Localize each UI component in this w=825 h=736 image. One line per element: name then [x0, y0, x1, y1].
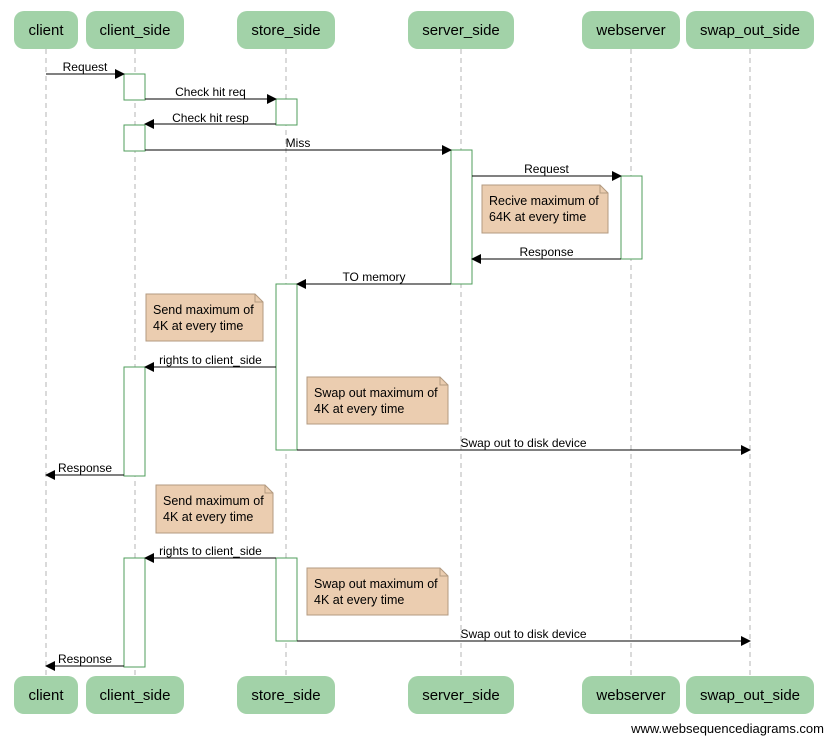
participant-label: store_side — [251, 22, 320, 39]
message-label: Request — [63, 60, 108, 74]
note-box — [481, 184, 609, 234]
message-arrow: Swap out to disk device — [297, 436, 751, 455]
participant-server_side-top: server_side — [408, 11, 514, 49]
note-text-line: 64K at every time — [489, 210, 586, 224]
note-text-line: Swap out maximum of — [314, 577, 438, 591]
message-label: TO memory — [342, 270, 405, 284]
message-label: rights to client_side — [159, 544, 262, 558]
participant-label: client — [28, 22, 64, 39]
participant-box — [582, 11, 680, 49]
note-box — [306, 376, 449, 425]
message-label: Request — [524, 162, 569, 176]
message-arrow: rights to client_side — [144, 544, 276, 563]
activation-bar-client_side — [123, 124, 146, 152]
message-label: Miss — [286, 136, 311, 150]
note-box — [145, 293, 264, 342]
participant-box — [686, 676, 814, 714]
message-arrow: Request — [46, 60, 125, 79]
message-label: Check hit resp — [172, 111, 249, 125]
note-text-line: 4K at every time — [314, 402, 404, 416]
note-text-line: Send maximum of — [153, 303, 254, 317]
participant-label: webserver — [595, 687, 665, 704]
participant-label: client_side — [100, 687, 171, 704]
participant-box — [14, 11, 78, 49]
message-label: Response — [519, 245, 573, 259]
participant-client-top: client — [14, 11, 78, 49]
participant-label: client — [28, 687, 64, 704]
message-arrow: Check hit resp — [144, 111, 276, 129]
participant-swap_out_side-top: swap_out_side — [686, 11, 814, 49]
message-label: Check hit req — [175, 85, 246, 99]
note-fold — [264, 485, 273, 494]
note-fold — [599, 185, 608, 194]
participant-box — [237, 676, 335, 714]
message-arrow: Swap out to disk device — [297, 627, 751, 646]
participant-client_side-top: client_side — [86, 11, 184, 49]
participant-label: client_side — [100, 22, 171, 39]
participant-swap_out_side-bottom: swap_out_side — [686, 676, 814, 714]
note: Send maximum of 4K at every time — [155, 484, 274, 534]
participant-box — [408, 11, 514, 49]
message-arrow: Request — [472, 162, 622, 181]
activation-bar-webserver — [620, 175, 643, 260]
note-text-line: 4K at every time — [163, 510, 253, 524]
participant-server_side-bottom: server_side — [408, 676, 514, 714]
note-text-line: Swap out maximum of — [314, 386, 438, 400]
activation-bar-server_side — [450, 149, 473, 285]
message-arrow: Response — [45, 461, 124, 480]
participant-box — [86, 11, 184, 49]
note: Swap out maximum of 4K at every time — [306, 567, 449, 616]
watermark: www.websequencediagrams.com — [630, 721, 824, 736]
participant-box — [408, 676, 514, 714]
message-label: Response — [58, 652, 112, 666]
activation-bar-store_side — [275, 283, 298, 451]
participant-label: server_side — [422, 22, 500, 39]
note-text-line: Recive maximum of — [489, 194, 599, 208]
participant-webserver-bottom: webserver — [582, 676, 680, 714]
participant-webserver-top: webserver — [582, 11, 680, 49]
message-arrow: rights to client_side — [144, 353, 276, 372]
note-text-line: Send maximum of — [163, 494, 264, 508]
participant-box — [14, 676, 78, 714]
note-text-line: 4K at every time — [314, 593, 404, 607]
participant-label: swap_out_side — [700, 22, 800, 39]
activation-bar-client_side — [123, 73, 146, 101]
participant-label: webserver — [595, 22, 665, 39]
participant-client_side-bottom: client_side — [86, 676, 184, 714]
note-fold — [439, 377, 448, 386]
note-box — [306, 567, 449, 616]
message-label: Swap out to disk device — [460, 627, 586, 641]
activation-bar-client_side — [123, 557, 146, 668]
message-label: rights to client_side — [159, 353, 262, 367]
participant-client-bottom: client — [14, 676, 78, 714]
activation-bar-store_side — [275, 557, 298, 642]
participant-label: server_side — [422, 687, 500, 704]
message-label: Swap out to disk device — [460, 436, 586, 450]
participant-box — [237, 11, 335, 49]
note-box — [155, 484, 274, 534]
participant-box — [686, 11, 814, 49]
participant-store_side-top: store_side — [237, 11, 335, 49]
note: Recive maximum of 64K at every time — [481, 184, 609, 234]
note-text-line: 4K at every time — [153, 319, 243, 333]
message-arrow: Miss — [145, 136, 452, 155]
note-fold — [254, 294, 263, 303]
message-label: Response — [58, 461, 112, 475]
message-arrow: Check hit req — [145, 85, 277, 104]
participant-label: store_side — [251, 687, 320, 704]
participant-store_side-bottom: store_side — [237, 676, 335, 714]
activation-bar-client_side — [123, 366, 146, 477]
note: Send maximum of 4K at every time — [145, 293, 264, 342]
participant-box — [86, 676, 184, 714]
message-arrow: Response — [45, 652, 124, 671]
message-arrow: Response — [471, 245, 621, 264]
note-fold — [439, 568, 448, 577]
note: Swap out maximum of 4K at every time — [306, 376, 449, 425]
message-arrow: TO memory — [296, 270, 451, 289]
activation-bar-store_side — [275, 98, 298, 126]
participant-box — [582, 676, 680, 714]
participant-label: swap_out_side — [700, 687, 800, 704]
